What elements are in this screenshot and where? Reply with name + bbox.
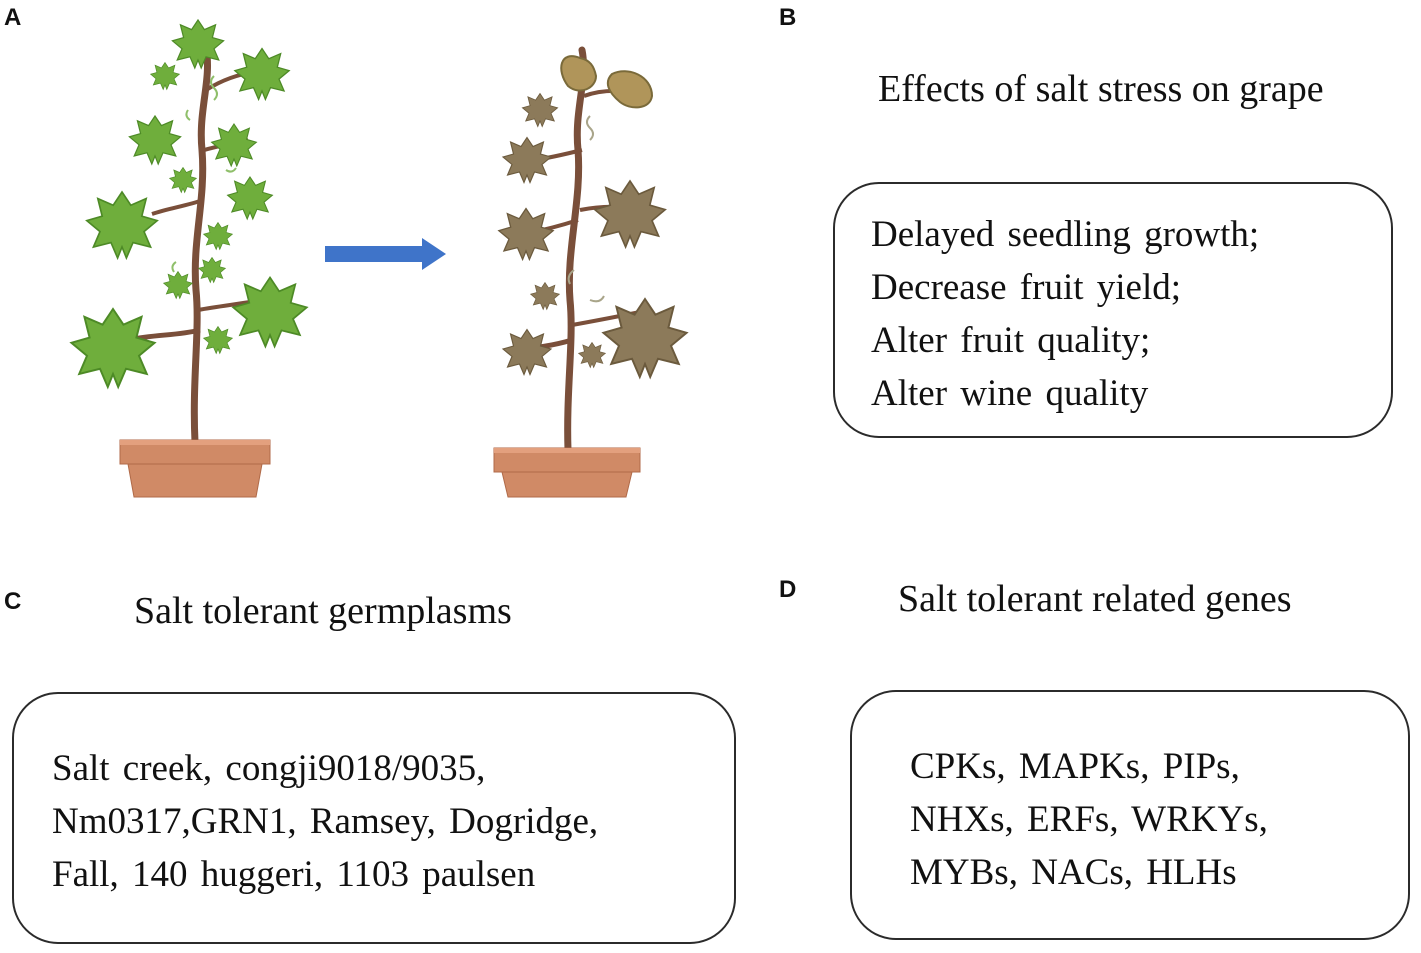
panel-b-heading: Effects of salt stress on grape — [878, 68, 1324, 110]
panel-label-b: B — [779, 4, 797, 31]
gene-family-line: MYBs, NACs, HLHs — [910, 852, 1237, 893]
salt-stressed-grapevine — [493, 46, 688, 498]
panel-label-a: A — [4, 4, 22, 31]
germplasm-line: Salt creek, congji9018/9035, — [52, 748, 486, 789]
effect-item: Alter wine quality — [871, 373, 1149, 414]
panel-label-d: D — [779, 576, 797, 603]
effect-item: Delayed seedling growth; — [871, 214, 1260, 255]
panel-b-box: Delayed seedling growth; Decrease fruit … — [833, 182, 1393, 438]
germplasm-line: Nm0317,GRN1, Ramsey, Dogridge, — [52, 801, 599, 842]
healthy-grapevine — [70, 19, 308, 498]
effect-item: Decrease fruit yield; — [871, 267, 1182, 308]
germplasm-line: Fall, 140 huggeri, 1103 paulsen — [52, 854, 536, 895]
panel-c-box: Salt creek, congji9018/9035, Nm0317,GRN1… — [12, 692, 736, 944]
arrow-icon — [325, 238, 446, 270]
gene-family-line: CPKs, MAPKs, PIPs, — [910, 746, 1240, 787]
panel-label-c: C — [4, 588, 22, 615]
effect-item: Alter fruit quality; — [871, 320, 1151, 361]
panel-d-heading: Salt tolerant related genes — [898, 578, 1292, 620]
panel-d-box: CPKs, MAPKs, PIPs, NHXs, ERFs, WRKYs, MY… — [850, 690, 1410, 940]
grapevine-illustration — [70, 19, 688, 498]
gene-family-line: NHXs, ERFs, WRKYs, — [910, 799, 1268, 840]
panel-c-heading: Salt tolerant germplasms — [134, 590, 512, 632]
